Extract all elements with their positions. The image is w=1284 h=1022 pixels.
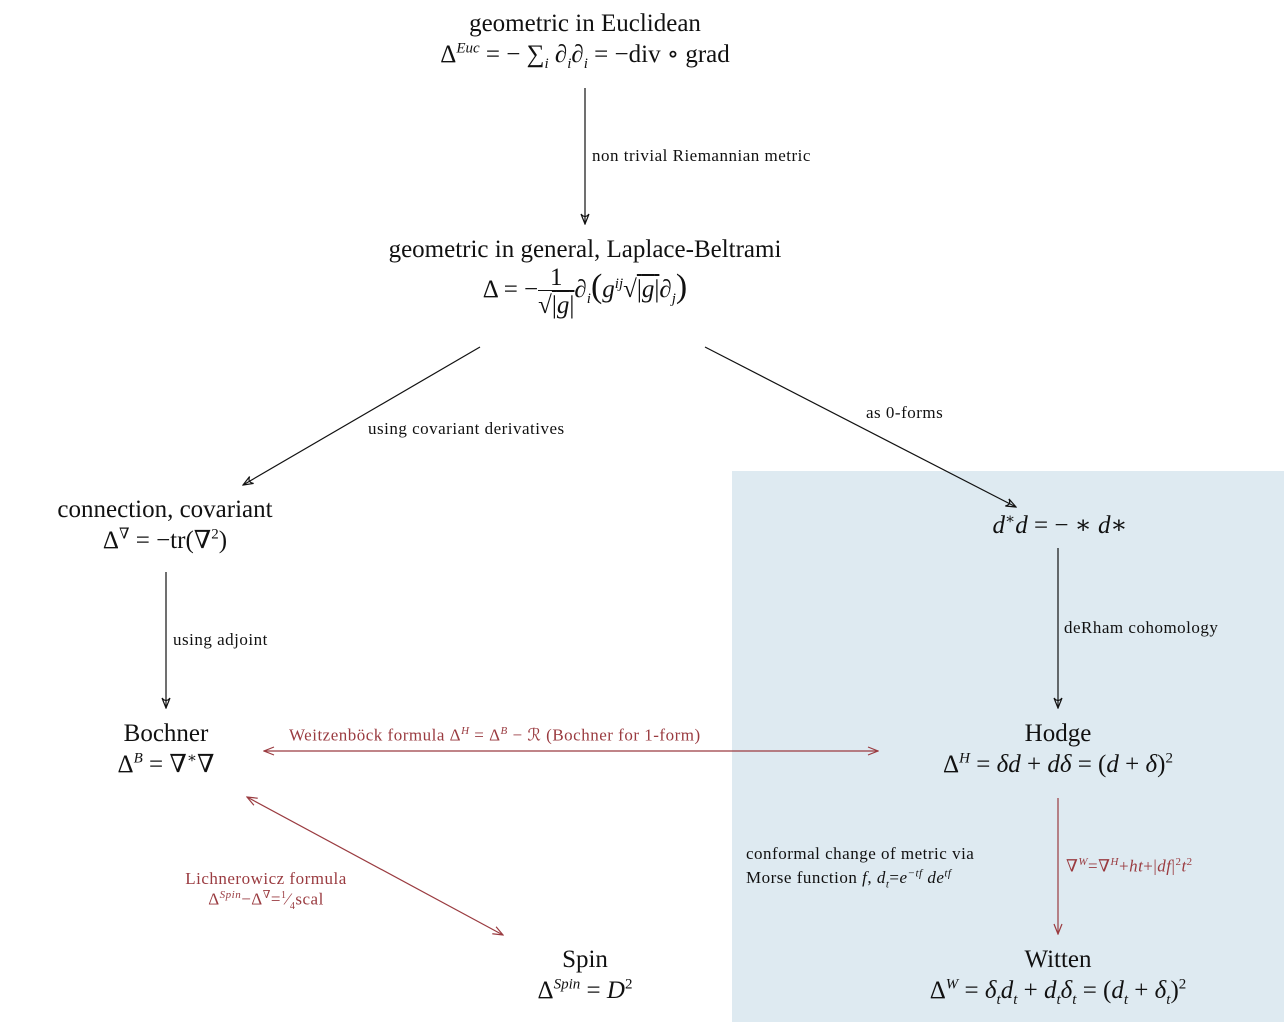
hodge-title: Hodge: [1024, 720, 1092, 747]
label-dstar-to-hodge: deRham cohomology: [1064, 618, 1219, 637]
node-dstar-d: d∗d = − ∗ d∗: [940, 510, 1180, 541]
label-witten-connection: ∇W=∇H+ht+|df|2t2: [1066, 856, 1193, 876]
node-laplace-beltrami: geometric in general, Laplace-Beltrami Δ…: [345, 234, 825, 318]
node-connection: connection, covariant Δ∇ = −tr(∇2): [20, 494, 310, 557]
node-bochner: Bochner ΔB = ∇∗∇: [70, 718, 262, 781]
label-conformal: conformal change of metric via Morse fun…: [746, 842, 974, 893]
bochner-formula: ΔB = ∇∗∇: [117, 750, 215, 779]
arrow-lb-to-connection: [243, 346, 481, 485]
lichnerowicz-line1: Lichnerowicz formula: [185, 869, 347, 888]
node-spin: Spin ΔSpin = D2: [490, 944, 680, 1007]
node-witten: Witten ΔW = δtdt + dtδt = (dt + δt)2: [870, 944, 1246, 1010]
connection-title: connection, covariant: [57, 496, 273, 523]
lichnerowicz-line2: ΔSpin−Δ∇=1⁄4scal: [208, 888, 324, 912]
conformal-line2: Morse function f, dt=e−tf detf: [746, 867, 952, 891]
euclidean-formula: ΔEuc = − ∑i ∂i∂i = −div ∘ grad: [440, 40, 730, 73]
label-weitzenbock: Weitzenböck formula ΔH = ΔB − ℛ (Bochner…: [289, 725, 701, 745]
witten-formula: ΔW = δtdt + dtδt = (dt + δt)2: [929, 976, 1187, 1009]
witten-title: Witten: [1024, 946, 1092, 973]
label-lb-to-connection: using covariant derivatives: [368, 419, 565, 438]
conformal-line1: conformal change of metric via: [746, 844, 975, 863]
bochner-title: Bochner: [123, 720, 209, 747]
dstar-d-formula: d∗d = − ∗ d∗: [992, 511, 1128, 539]
spin-title: Spin: [562, 946, 608, 973]
node-euclidean: geometric in Euclidean ΔEuc = − ∑i ∂i∂i …: [385, 8, 785, 74]
label-euc-to-lb: non trivial Riemannian metric: [592, 146, 811, 165]
laplace-beltrami-title: geometric in general, Laplace-Beltrami: [388, 236, 782, 263]
label-lb-to-dstar: as 0-forms: [866, 403, 944, 422]
connection-formula: Δ∇ = −tr(∇2): [102, 526, 228, 555]
laplace-beltrami-formula: Δ = −1√|g|∂i(gij√|g|∂j): [482, 264, 688, 320]
node-hodge: Hodge ΔH = δd + dδ = (d + δ)2: [890, 718, 1226, 781]
hodge-formula: ΔH = δd + dδ = (d + δ)2: [943, 750, 1173, 779]
euclidean-title: geometric in Euclidean: [469, 10, 701, 37]
spin-formula: ΔSpin = D2: [537, 976, 633, 1005]
label-lichnerowicz: Lichnerowicz formula ΔSpin−Δ∇=1⁄4scal: [163, 869, 369, 912]
arrow-bochner-spin: [247, 797, 503, 935]
label-connection-to-bochner: using adjoint: [173, 630, 268, 649]
arrow-lb-to-dstar: [704, 346, 1016, 507]
